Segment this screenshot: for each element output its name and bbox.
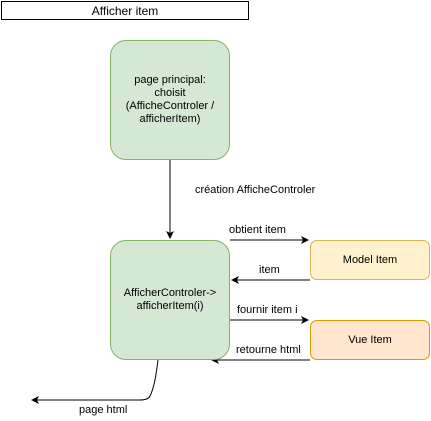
label-item: item xyxy=(259,264,280,277)
label-creation: création AfficheControler xyxy=(195,184,316,197)
node-afficher-controler: AfficherControler-> afficherItem(i) xyxy=(110,240,230,360)
node-vue-item: Vue Item xyxy=(310,320,430,360)
label-page-html: page html xyxy=(79,404,128,417)
diagram-title: Afficher item xyxy=(1,1,249,20)
label-obtient-item: obtient item xyxy=(229,224,286,237)
node-page-principal: page principal: choisit (AfficheControle… xyxy=(110,40,230,160)
label-fournir-item: fournir item i xyxy=(237,304,298,317)
label-retourne-html: retourne html xyxy=(236,344,301,357)
edge-page-html xyxy=(31,359,159,404)
node-model-item: Model Item xyxy=(310,240,430,280)
